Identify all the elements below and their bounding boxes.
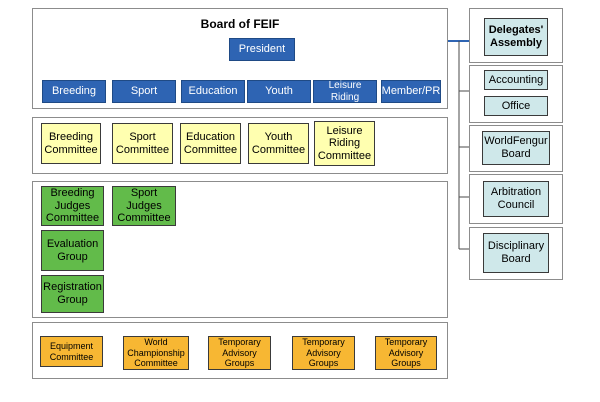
dept-leisure-riding: Leisure Riding — [313, 80, 377, 103]
delegates-assembly: Delegates' Assembly — [484, 18, 548, 56]
disciplinary-panel: Disciplinary Board — [469, 227, 563, 280]
dept-youth: Youth — [247, 80, 311, 103]
committee-education: Education Committee — [180, 123, 241, 164]
dept-education: Education — [181, 80, 245, 103]
equipment-committee: Equipment Committee — [40, 336, 103, 367]
registration-group: Registration Group — [41, 275, 104, 313]
evaluation-group: Evaluation Group — [41, 230, 104, 271]
advisory-panel: Equipment Committee World Championship C… — [32, 322, 448, 379]
worldfengur-board: WorldFengur Board — [482, 131, 550, 165]
accounting-box: Accounting — [484, 70, 548, 90]
disciplinary-board: Disciplinary Board — [483, 233, 549, 273]
temporary-advisory-groups-3: Temporary Advisory Groups — [375, 336, 437, 370]
temporary-advisory-groups-1: Temporary Advisory Groups — [208, 336, 271, 370]
breeding-judges-committee: Breeding Judges Committee — [41, 186, 104, 226]
office-box: Office — [484, 96, 548, 116]
world-championship-committee: World Championship Committee — [123, 336, 189, 370]
committee-breeding: Breeding Committee — [41, 123, 101, 164]
judges-panel: Breeding Judges Committee Sport Judges C… — [32, 181, 448, 318]
arbitration-panel: Arbitration Council — [469, 174, 563, 224]
committee-sport: Sport Committee — [112, 123, 173, 164]
committee-leisure-riding: Leisure Riding Committee — [314, 121, 375, 166]
assembly-panel: Delegates' Assembly — [469, 8, 563, 63]
dept-sport: Sport — [112, 80, 176, 103]
arbitration-council: Arbitration Council — [483, 181, 549, 217]
sport-judges-committee: Sport Judges Committee — [112, 186, 176, 226]
committee-youth: Youth Committee — [248, 123, 309, 164]
board-panel: Board of FEIF President Breeding Sport E… — [32, 8, 448, 109]
committees-panel: Breeding Committee Sport Committee Educa… — [32, 117, 448, 174]
president-box: President — [229, 38, 295, 61]
dept-breeding: Breeding — [42, 80, 106, 103]
accounting-panel: Accounting Office — [469, 65, 563, 123]
board-title: Board of FEIF — [200, 17, 280, 31]
worldfengur-panel: WorldFengur Board — [469, 125, 563, 172]
dept-member-pr: Member/PR — [381, 80, 441, 103]
temporary-advisory-groups-2: Temporary Advisory Groups — [292, 336, 355, 370]
